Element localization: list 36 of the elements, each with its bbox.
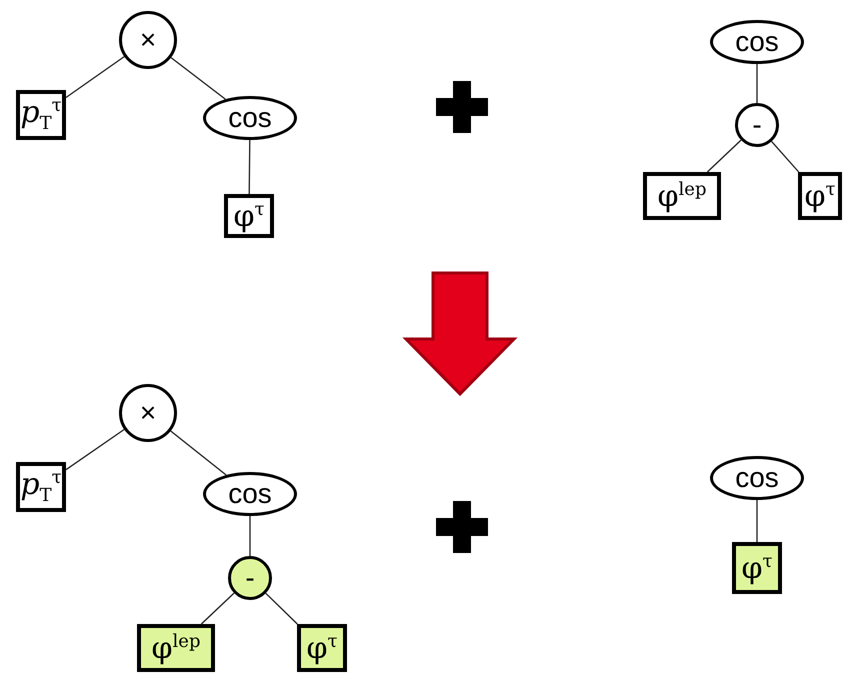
operator-label: cos — [735, 28, 779, 56]
tree-edge — [170, 57, 226, 100]
variable-box — [224, 194, 274, 238]
variable-label: φ$^{τ}$ — [234, 200, 264, 232]
tree-edge — [756, 500, 758, 542]
variable-label: φ$^{τ}$ — [804, 180, 836, 212]
operator-label: cos — [735, 464, 779, 492]
variable-box — [137, 624, 215, 672]
operator-circle — [228, 556, 272, 600]
tree-edge — [756, 64, 758, 103]
operator-label: cos — [228, 480, 272, 508]
tree-edge — [771, 141, 800, 172]
operator-label: × — [140, 26, 156, 54]
variable-box — [798, 172, 842, 220]
variable-box — [16, 462, 66, 512]
variable-box — [16, 90, 66, 140]
tree-edge — [200, 592, 234, 624]
variable-box — [297, 624, 347, 672]
variable-label: φ$^{lep}$ — [152, 632, 200, 664]
operator-label: cos — [228, 104, 272, 132]
tree-edge — [706, 140, 742, 172]
operator-label: - — [245, 564, 255, 592]
variable-box — [732, 542, 782, 594]
variable-box — [643, 172, 721, 220]
operator-circle — [735, 103, 779, 147]
tree-edge — [66, 428, 125, 470]
tree-edge — [66, 56, 125, 98]
tree-edge — [170, 430, 227, 476]
variable-label: φ$^{τ}$ — [742, 552, 772, 584]
operator-label: × — [140, 399, 156, 427]
tree-edge — [265, 592, 298, 624]
variable-label: φ$^{lep}$ — [658, 180, 706, 212]
tree-edge — [249, 516, 251, 556]
tree-edge — [248, 140, 250, 194]
operator-label: - — [752, 111, 762, 139]
variable-label: φ$^{τ}$ — [306, 632, 338, 664]
